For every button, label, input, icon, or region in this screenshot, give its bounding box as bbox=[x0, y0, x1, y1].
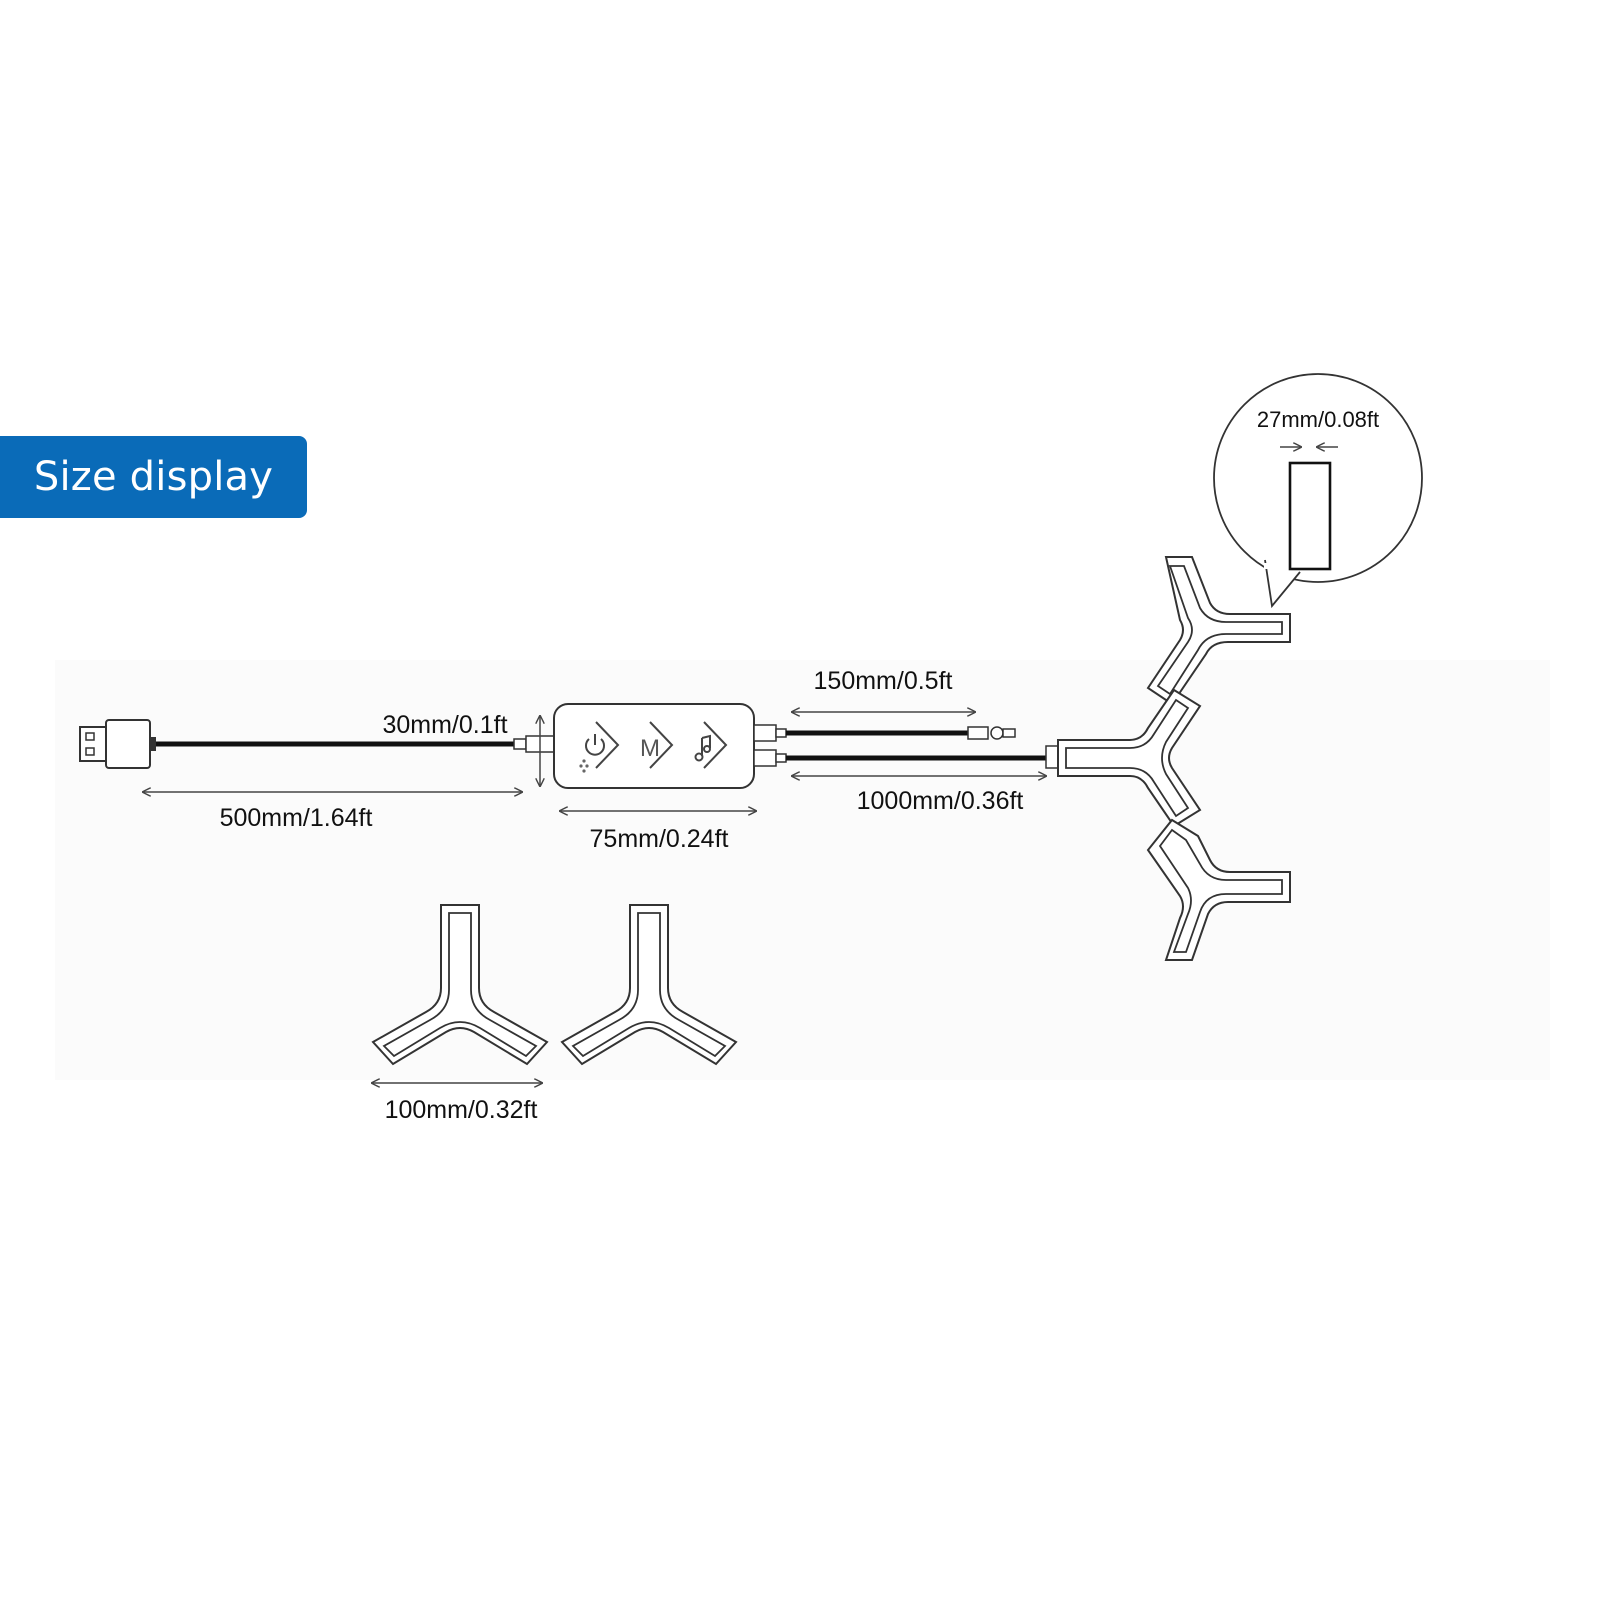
small-connector-icon bbox=[967, 726, 1016, 740]
panel-connector bbox=[1045, 745, 1059, 769]
controller-connectors bbox=[753, 724, 787, 767]
usb-plug-icon bbox=[79, 719, 156, 769]
loose-panel-2 bbox=[560, 904, 738, 1066]
zoom-callout bbox=[1213, 373, 1423, 609]
loose-panel-1 bbox=[371, 904, 549, 1066]
main-cable-length-label: 1000mm/0.36ft bbox=[857, 787, 1024, 815]
music-icon bbox=[694, 734, 711, 762]
mode-icon: M bbox=[640, 735, 660, 762]
controller-length-label: 75mm/0.24ft bbox=[590, 825, 729, 853]
usb-cable-length-label: 500mm/1.64ft bbox=[220, 804, 373, 832]
panel-width-label: 100mm/0.32ft bbox=[385, 1096, 538, 1124]
short-cable-length-label: 150mm/0.5ft bbox=[814, 667, 953, 695]
power-icon bbox=[579, 734, 605, 773]
strip-width-label: 27mm/0.08ft bbox=[1257, 407, 1379, 432]
strip-cross-section bbox=[1288, 461, 1332, 571]
section-banner: Size display bbox=[0, 436, 307, 518]
controller-box bbox=[553, 703, 755, 789]
background-panel bbox=[55, 660, 1550, 1080]
banner-title: Size display bbox=[33, 454, 274, 500]
cable-strain-relief-left bbox=[513, 735, 555, 753]
assembled-panels bbox=[1057, 556, 1291, 961]
controller-height-label: 30mm/0.1ft bbox=[382, 711, 507, 739]
